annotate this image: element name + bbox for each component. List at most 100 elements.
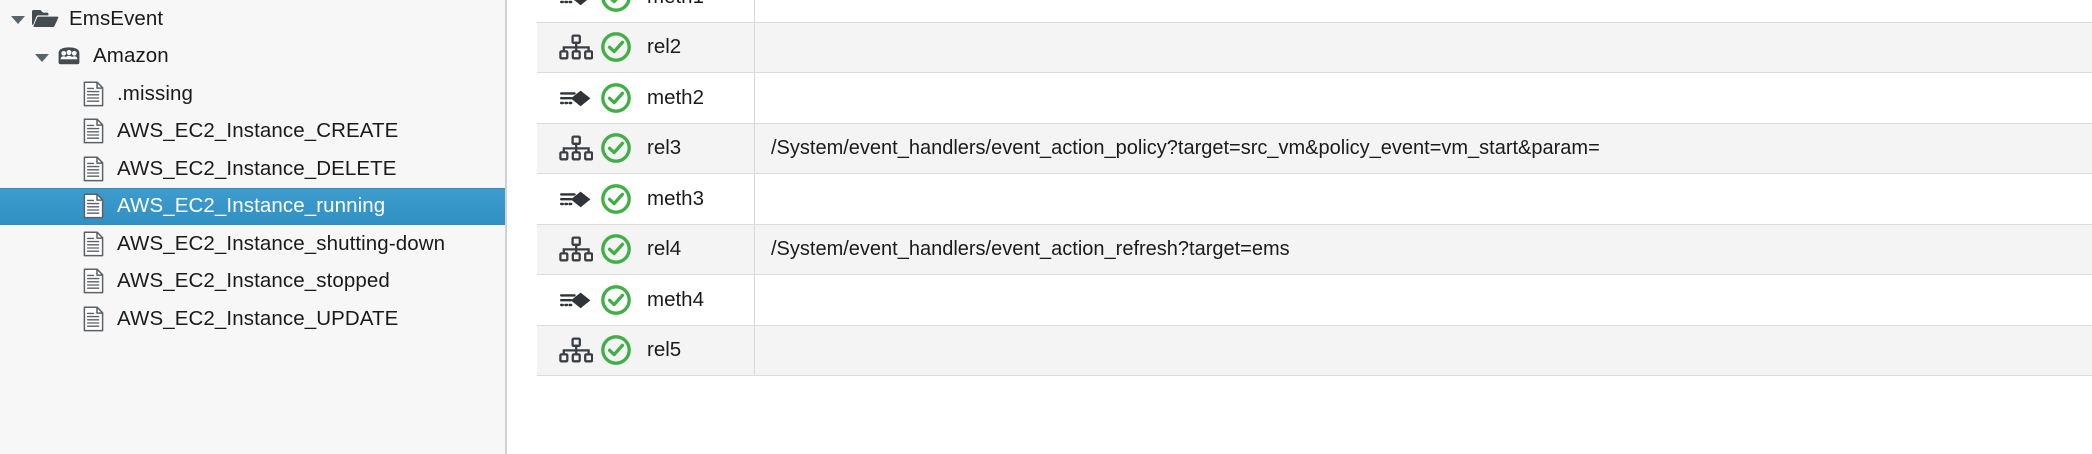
domain-icon (58, 47, 80, 65)
relationship-icon (559, 236, 593, 262)
tree-item-missing[interactable]: .missing (0, 75, 505, 113)
tree-spacer (56, 113, 78, 150)
tree-item-aws-ec2-instance-stopped[interactable]: AWS_EC2_Instance_stopped (0, 263, 505, 301)
document-icon (83, 81, 104, 107)
row-name-label: rel2 (647, 35, 682, 58)
row-name-cell[interactable]: meth3 (537, 174, 755, 224)
tree-item-label: AWS_EC2_Instance_shutting-down (117, 231, 446, 255)
check-circle-icon (601, 0, 631, 12)
check-circle-icon (601, 234, 631, 265)
method-icon (560, 292, 591, 308)
table-row[interactable]: rel4/System/event_handlers/event_action_… (537, 224, 2092, 275)
table-row[interactable]: rel2 (537, 22, 2092, 73)
check-circle-icon (601, 284, 631, 315)
row-value-cell[interactable] (755, 275, 2092, 325)
row-value-text: /System/event_handlers/event_action_refr… (771, 238, 1290, 261)
row-value-cell[interactable]: /System/event_handlers/event_action_poli… (755, 124, 2092, 174)
document-icon (78, 116, 108, 146)
check-circle-icon (599, 333, 633, 367)
row-value-cell[interactable]: /System/event_handlers/event_action_refr… (755, 225, 2092, 275)
row-name-label: rel5 (647, 338, 682, 361)
check-circle-icon (599, 30, 633, 64)
domain-icon (54, 41, 84, 71)
folder-open-icon (32, 9, 59, 27)
tree-item-aws-ec2-instance-shutting-down[interactable]: AWS_EC2_Instance_shutting-down (0, 225, 505, 263)
table-row[interactable]: meth3 (537, 174, 2092, 225)
tree-item-aws-ec2-instance-create[interactable]: AWS_EC2_Instance_CREATE (0, 113, 505, 151)
row-name-cell[interactable]: rel3 (537, 123, 755, 173)
relationship-icon (559, 133, 593, 163)
tree-item-label: AWS_EC2_Instance_UPDATE (117, 306, 399, 330)
tree-item-label: AWS_EC2_Instance_CREATE (117, 119, 399, 142)
tree-spacer (56, 75, 78, 112)
document-icon (78, 229, 108, 259)
row-name-cell[interactable]: meth1 (537, 0, 755, 22)
relationship-icon (559, 335, 593, 365)
row-value-cell[interactable] (755, 73, 2092, 123)
row-value-cell[interactable] (755, 326, 2092, 376)
check-circle-icon (601, 32, 631, 63)
row-name-label: meth4 (647, 287, 704, 311)
check-circle-icon (599, 0, 633, 14)
table-row[interactable]: meth1 (537, 0, 2092, 23)
check-circle-icon (599, 182, 633, 216)
document-icon (78, 154, 108, 184)
method-icon (560, 0, 587, 5)
chevron-down-icon[interactable] (32, 38, 54, 75)
tree-item-aws-ec2-instance-update[interactable]: AWS_EC2_Instance_UPDATE (0, 300, 505, 338)
tree-item-label: AWS_EC2_Instance_DELETE (117, 156, 397, 180)
tree-item-amazon[interactable]: Amazon (0, 38, 505, 76)
check-circle-icon (601, 82, 631, 113)
document-icon (83, 306, 104, 332)
row-name-cell[interactable]: rel2 (537, 22, 755, 72)
chevron-down-icon[interactable] (8, 0, 30, 37)
check-circle-icon (601, 183, 631, 214)
tree-spacer (56, 188, 78, 225)
method-icon (559, 83, 593, 113)
check-circle-icon (599, 131, 633, 165)
check-circle-icon (599, 232, 633, 266)
table-row[interactable]: meth4 (537, 275, 2092, 326)
tree-item-label: Amazon (93, 44, 169, 67)
document-icon (83, 268, 104, 294)
check-circle-icon (601, 133, 631, 164)
check-circle-icon (601, 335, 631, 366)
relationship-icon (559, 135, 593, 161)
relationship-icon (559, 337, 593, 363)
document-icon (83, 193, 104, 219)
row-value-cell[interactable] (755, 174, 2092, 224)
row-name-label: meth1 (647, 0, 704, 7)
row-name-label: meth2 (647, 85, 704, 109)
table-row[interactable]: meth2 (537, 73, 2092, 124)
row-name-cell[interactable]: rel5 (537, 325, 755, 375)
document-icon (83, 118, 104, 144)
relationships-methods-table[interactable]: meth1 rel2 meth2 rel3/System/event_handlers… (537, 0, 2092, 454)
document-icon (83, 231, 104, 257)
tree-item-aws-ec2-instance-delete[interactable]: AWS_EC2_Instance_DELETE (0, 150, 505, 188)
tree-spacer (56, 300, 78, 337)
tree-item-label: AWS_EC2_Instance_running (117, 194, 386, 217)
method-icon (559, 184, 593, 214)
relationship-icon (559, 234, 593, 264)
row-name-cell[interactable]: meth4 (537, 275, 755, 325)
tree-item-aws-ec2-instance-running[interactable]: AWS_EC2_Instance_running (0, 187, 505, 225)
row-value-cell[interactable] (755, 0, 2092, 22)
method-icon (559, 0, 593, 12)
table-row[interactable]: rel5 (537, 325, 2092, 376)
document-icon (83, 156, 104, 182)
tree-item-label: AWS_EC2_Instance_stopped (117, 269, 390, 292)
tree-spacer (56, 263, 78, 300)
row-value-cell[interactable] (755, 23, 2092, 73)
table-row[interactable]: rel3/System/event_handlers/event_action_… (537, 123, 2092, 174)
row-name-cell[interactable]: rel4 (537, 224, 755, 274)
tree-spacer (56, 225, 78, 262)
document-icon (78, 79, 108, 109)
document-icon (78, 304, 108, 334)
document-icon (78, 266, 108, 296)
tree-item-emsevent[interactable]: EmsEvent (0, 0, 505, 38)
row-name-cell[interactable]: meth2 (537, 73, 755, 123)
method-icon (560, 90, 591, 106)
document-icon (78, 191, 108, 221)
